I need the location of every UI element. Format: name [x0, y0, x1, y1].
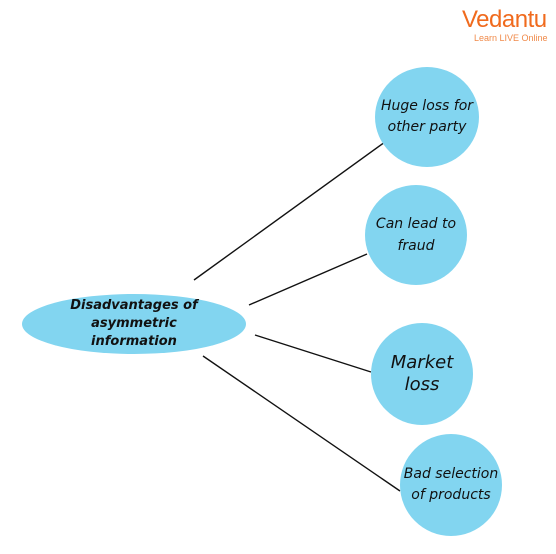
leaf-node-market-loss: Market loss	[371, 323, 473, 425]
brand-logo: Vedantu Learn LIVE Online	[462, 6, 550, 48]
connector-market-loss	[254, 334, 372, 373]
leaf-node-huge-loss: Huge loss for other party	[375, 67, 479, 167]
leaf-node-line-2: other party	[387, 119, 467, 135]
leaf-node-line-1: Can lead to	[375, 216, 457, 232]
connector-bad-selection	[202, 355, 401, 492]
brand-tagline: Learn LIVE Online	[474, 33, 548, 43]
center-node-line-1: Disadvantages of asymmetric	[70, 298, 198, 331]
leaf-node-line-1: Market loss	[390, 352, 454, 395]
center-node-line-2: information	[91, 334, 177, 349]
connector-huge-loss	[193, 141, 386, 281]
brand-name: Vedantu	[462, 6, 547, 33]
leaf-node-line-2: of products	[411, 487, 491, 503]
leaf-node-fraud: Can lead to fraud	[365, 185, 467, 285]
leaf-node-line-1: Bad selection	[403, 466, 499, 482]
center-node-disadvantages: Disadvantages of asymmetric information	[22, 294, 246, 354]
leaf-node-line-2: fraud	[397, 238, 435, 254]
leaf-node-bad-selection: Bad selection of products	[400, 434, 502, 536]
connector-fraud	[248, 253, 368, 306]
leaf-node-line-1: Huge loss for	[380, 98, 474, 114]
